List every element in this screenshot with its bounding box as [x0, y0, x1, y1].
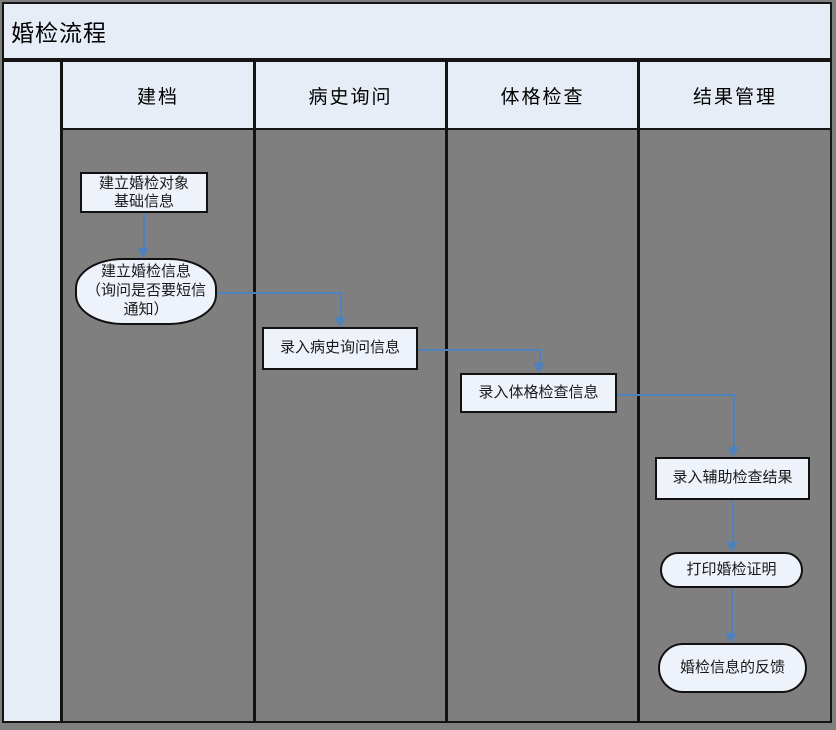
connector-print-to-feedback — [731, 588, 733, 635]
arrowhead-icon — [334, 317, 346, 327]
node-create-exam-info: 建立婚检信息 （询问是否要短信 通知） — [75, 258, 217, 325]
phase-column — [4, 62, 60, 721]
node-enter-medical-history: 录入病史询问信息 — [262, 327, 418, 370]
node-print-certificate: 打印婚检证明 — [660, 552, 803, 588]
node-enter-auxiliary-results: 录入辅助检查结果 — [655, 457, 810, 500]
connector-examinfo-to-medicalhistory-drop — [340, 292, 342, 319]
lane-header-jieguoguanli: 结果管理 — [640, 62, 830, 130]
connector-physicalexam-to-auxiliary-drop — [733, 394, 735, 449]
node-feedback: 婚检信息的反馈 — [658, 643, 807, 693]
lane-body-bingshixunwen — [256, 130, 445, 721]
lane-title: 病史询问 — [308, 86, 393, 108]
lane-body-tigejiancha — [448, 130, 637, 721]
node-create-basic-info: 建立婚检对象 基础信息 — [80, 172, 208, 213]
connector-basicinfo-to-examinfo — [143, 213, 145, 250]
lane-header-jiandang: 建档 — [63, 62, 253, 130]
lane-header-tigejiancha: 体格检查 — [448, 62, 637, 130]
arrowhead-icon — [727, 447, 739, 457]
lane-title: 结果管理 — [692, 86, 777, 108]
connector-medicalhistory-to-physicalexam — [418, 349, 541, 351]
lane-header-bingshixunwen: 病史询问 — [256, 62, 445, 130]
lane-tigejiancha: 体格检查 — [445, 62, 637, 721]
connector-auxiliary-to-print — [732, 500, 734, 544]
arrowhead-icon — [137, 248, 149, 258]
arrowhead-icon — [726, 542, 738, 552]
lane-jiandang: 建档 — [60, 62, 253, 721]
connector-examinfo-to-medicalhistory — [217, 292, 342, 294]
lane-title: 建档 — [136, 86, 179, 108]
connector-physicalexam-to-auxiliary — [617, 394, 735, 396]
connector-medicalhistory-to-physicalexam-drop — [539, 349, 541, 365]
lane-body-jiandang — [63, 130, 253, 721]
lane-jieguoguanli: 结果管理 — [637, 62, 830, 721]
lane-bingshixunwen: 病史询问 — [253, 62, 445, 721]
diagram-title: 婚检流程 — [11, 21, 107, 46]
arrowhead-icon — [533, 363, 545, 373]
node-enter-physical-exam: 录入体格检查信息 — [460, 373, 617, 413]
diagram-title-bar: 婚检流程 — [4, 4, 830, 62]
lane-title: 体格检查 — [500, 86, 585, 108]
arrowhead-icon — [725, 633, 737, 643]
lane-body-jieguoguanli — [640, 130, 830, 721]
